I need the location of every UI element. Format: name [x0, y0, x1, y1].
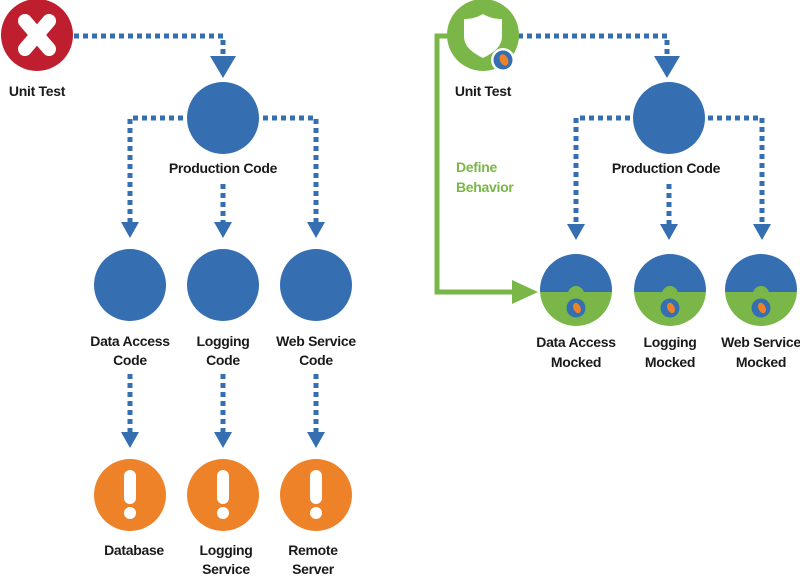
left-dependency-web-service: Web Service Code — [276, 249, 357, 368]
arrowhead-to-remote-server — [307, 432, 325, 448]
web-service-mocked-label-line2: Mocked — [736, 354, 786, 370]
arrowhead-to-production — [210, 56, 236, 78]
right-unit-test-label: Unit Test — [455, 83, 512, 99]
arrowhead-to-logging — [214, 222, 232, 238]
data-access-code-circle — [94, 249, 166, 321]
right-unit-test-node: Unit Test — [447, 0, 519, 99]
connector-production-to-data-access-mock — [573, 115, 630, 224]
web-service-mocked-label-line1: Web Service — [721, 334, 800, 350]
left-production-code-label: Production Code — [169, 160, 278, 176]
arrowhead-to-logging-service — [214, 432, 232, 448]
left-unit-test-label: Unit Test — [9, 83, 66, 99]
right-connectors — [518, 33, 765, 224]
exclamation-icon — [124, 470, 136, 519]
right-production-code-label: Production Code — [612, 160, 721, 176]
database-label: Database — [104, 542, 164, 558]
logging-code-circle — [187, 249, 259, 321]
define-behavior-label-line2: Behavior — [456, 179, 514, 195]
logging-service-label-line1: Logging — [199, 542, 252, 558]
x-icon — [18, 14, 56, 56]
arrowhead-to-production — [654, 56, 680, 78]
connector-unit-test-to-production — [518, 33, 670, 56]
define-behavior-arrowhead — [512, 280, 538, 304]
define-behavior-line — [434, 33, 514, 295]
left-unit-test-node: Unit Test — [1, 0, 73, 99]
mock-logging: Logging Mocked — [634, 254, 706, 370]
mock-data-access: Data Access Mocked — [536, 254, 617, 370]
logging-code-label-line1: Logging — [196, 333, 249, 349]
web-service-code-label-line1: Web Service — [276, 333, 356, 349]
arrowhead-to-database — [121, 432, 139, 448]
logging-mocked-label-line1: Logging — [643, 334, 696, 350]
logging-code-label-line2: Code — [206, 352, 240, 368]
remote-server-label-line1: Remote — [288, 542, 338, 558]
mock-badge-icon — [751, 298, 771, 318]
define-behavior-label-line1: Define — [456, 159, 498, 175]
web-service-code-label-line2: Code — [299, 352, 333, 368]
arrowhead-to-data-access-mock — [567, 224, 585, 240]
logging-service-label-line2: Service — [202, 561, 250, 576]
left-dependency-data-access: Data Access Code — [90, 249, 171, 368]
mock-web-service: Web Service Mocked — [721, 254, 800, 370]
define-behavior-connector: Define Behavior — [434, 33, 538, 304]
data-access-code-label-line1: Data Access — [90, 333, 170, 349]
arrowhead-to-data-access — [121, 222, 139, 238]
connector-production-to-web-service-mock — [708, 115, 765, 224]
data-access-mocked-label-line1: Data Access — [536, 334, 616, 350]
connector-unit-test-to-production — [74, 33, 226, 56]
exclamation-icon — [217, 470, 229, 519]
mock-circle — [634, 254, 706, 326]
left-production-code-node: Production Code — [169, 82, 278, 176]
external-remote-server: Remote Server — [280, 459, 352, 576]
web-service-code-circle — [280, 249, 352, 321]
external-logging-service: Logging Service — [187, 459, 259, 576]
left-connectors — [74, 33, 319, 432]
mock-badge-icon — [660, 298, 680, 318]
mock-circle — [540, 254, 612, 326]
arrowhead-to-logging-mock — [660, 224, 678, 240]
logging-mocked-label-line2: Mocked — [645, 354, 695, 370]
data-access-mocked-label-line2: Mocked — [551, 354, 601, 370]
left-panel: Unit Test Production Code Data Access Co… — [1, 0, 357, 576]
remote-server-label-line2: Server — [292, 561, 335, 576]
right-panel: Define Behavior Unit Test — [434, 0, 800, 370]
left-dependency-logging: Logging Code — [187, 249, 259, 368]
external-database: Database — [94, 459, 166, 558]
mock-circle — [725, 254, 797, 326]
production-code-circle — [187, 82, 259, 154]
right-production-code-node: Production Code — [612, 82, 721, 176]
production-code-circle — [633, 82, 705, 154]
data-access-code-label-line2: Code — [113, 352, 147, 368]
exclamation-icon — [310, 470, 322, 519]
arrowhead-to-web-service-mock — [753, 224, 771, 240]
shield-icon — [464, 14, 502, 58]
arrowhead-to-web-service — [307, 222, 325, 238]
mock-badge-icon — [491, 48, 515, 72]
mock-badge-icon — [566, 298, 586, 318]
